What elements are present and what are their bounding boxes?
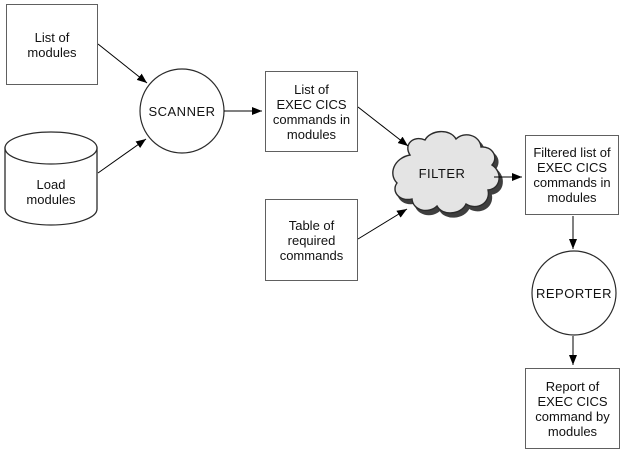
node-filter-label: FILTER	[418, 165, 466, 181]
node-list-exec-cics-commands: List of EXEC CICS commands in modules	[265, 71, 358, 152]
arrow-list-exec-to-filter	[357, 106, 409, 147]
filter-cloud-shape	[392, 130, 500, 214]
node-load-modules-label: Load modules	[26, 177, 76, 207]
node-reporter-label: REPORTER	[536, 285, 612, 301]
load-modules-cylinder-shape	[4, 131, 98, 226]
arrow-load-modules-to-scanner	[97, 138, 147, 174]
arrow-table-required-to-filter	[357, 208, 408, 240]
node-report: Report of EXEC CICS command by modules	[525, 368, 620, 449]
arrow-list-of-modules-to-scanner	[97, 43, 148, 84]
node-list-of-modules: List of modules	[6, 4, 98, 85]
node-filtered-list: Filtered list of EXEC CICS commands in m…	[525, 135, 619, 215]
node-table-of-required-commands: Table of required commands	[265, 199, 358, 281]
reporter-circle-shape	[531, 250, 617, 336]
node-scanner-label: SCANNER	[148, 103, 216, 119]
